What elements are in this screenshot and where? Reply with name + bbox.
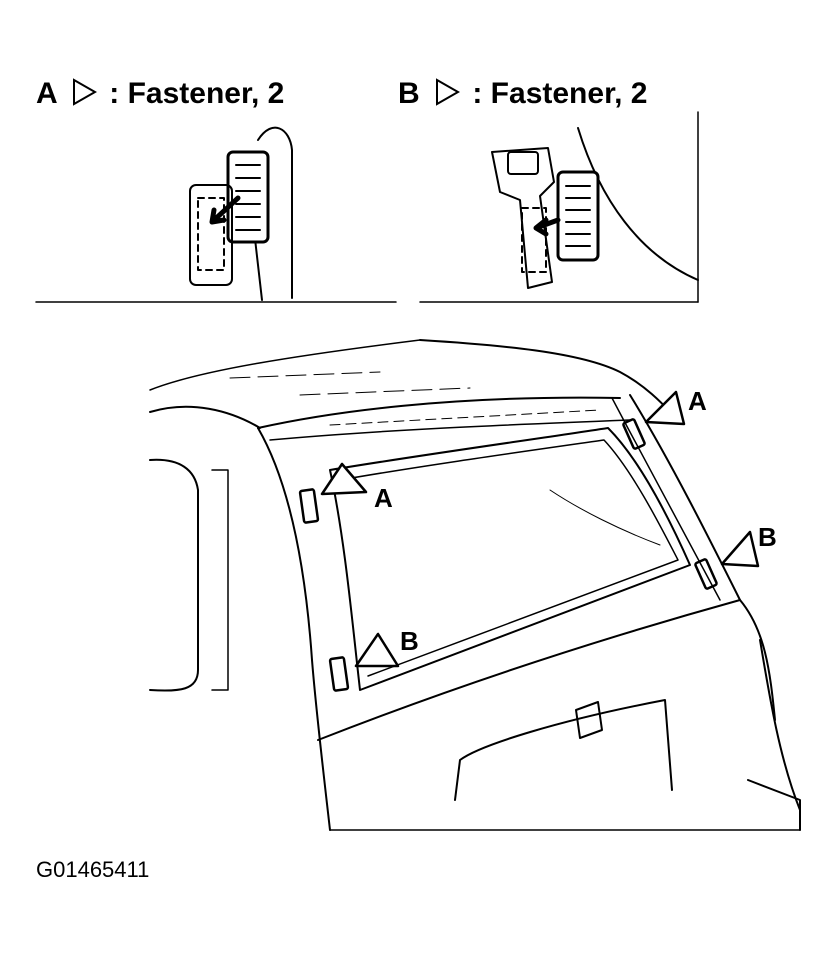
triangle-outline-icon <box>644 390 686 426</box>
legend-fastener-b: B : Fastener, 2 <box>398 78 647 109</box>
triangle-right-outline-icon <box>436 78 461 106</box>
callout-markers <box>320 390 760 668</box>
triangle-right-outline-icon <box>72 78 97 106</box>
callout-label-b: B <box>758 522 777 552</box>
triangle-outline-icon <box>720 530 760 568</box>
legend-fastener-a: A : Fastener, 2 <box>36 78 284 109</box>
legend-letter-a: A <box>36 77 57 110</box>
fastener-slot-a-left <box>298 488 320 524</box>
fastener-slot-a-right <box>622 418 646 450</box>
fastener-slot-b-left <box>328 656 350 692</box>
triangle-outline-icon <box>354 632 400 668</box>
detail-view-a <box>35 126 397 303</box>
arrow-icon <box>209 195 241 225</box>
arrow-icon <box>533 217 561 237</box>
legend-text-b: : Fastener, 2 <box>472 77 648 110</box>
fastener-a-clip <box>226 150 270 244</box>
fastener-b-clip <box>556 170 600 262</box>
rear-window-glass <box>329 427 691 691</box>
callout-label-a: A <box>688 386 707 416</box>
triangle-outline-icon <box>320 462 368 496</box>
legend-letter-b: B <box>398 77 420 110</box>
detail-view-b <box>419 111 699 303</box>
vehicle-rear-view <box>149 339 801 831</box>
fastener-slot-b-right <box>694 558 718 590</box>
legend-text-a: : Fastener, 2 <box>109 77 285 110</box>
callout-label-b: B <box>400 626 419 656</box>
fastener-a-mount-hole <box>189 184 233 286</box>
callout-label-a: A <box>374 483 393 513</box>
figure-code: G01465411 <box>36 857 150 882</box>
